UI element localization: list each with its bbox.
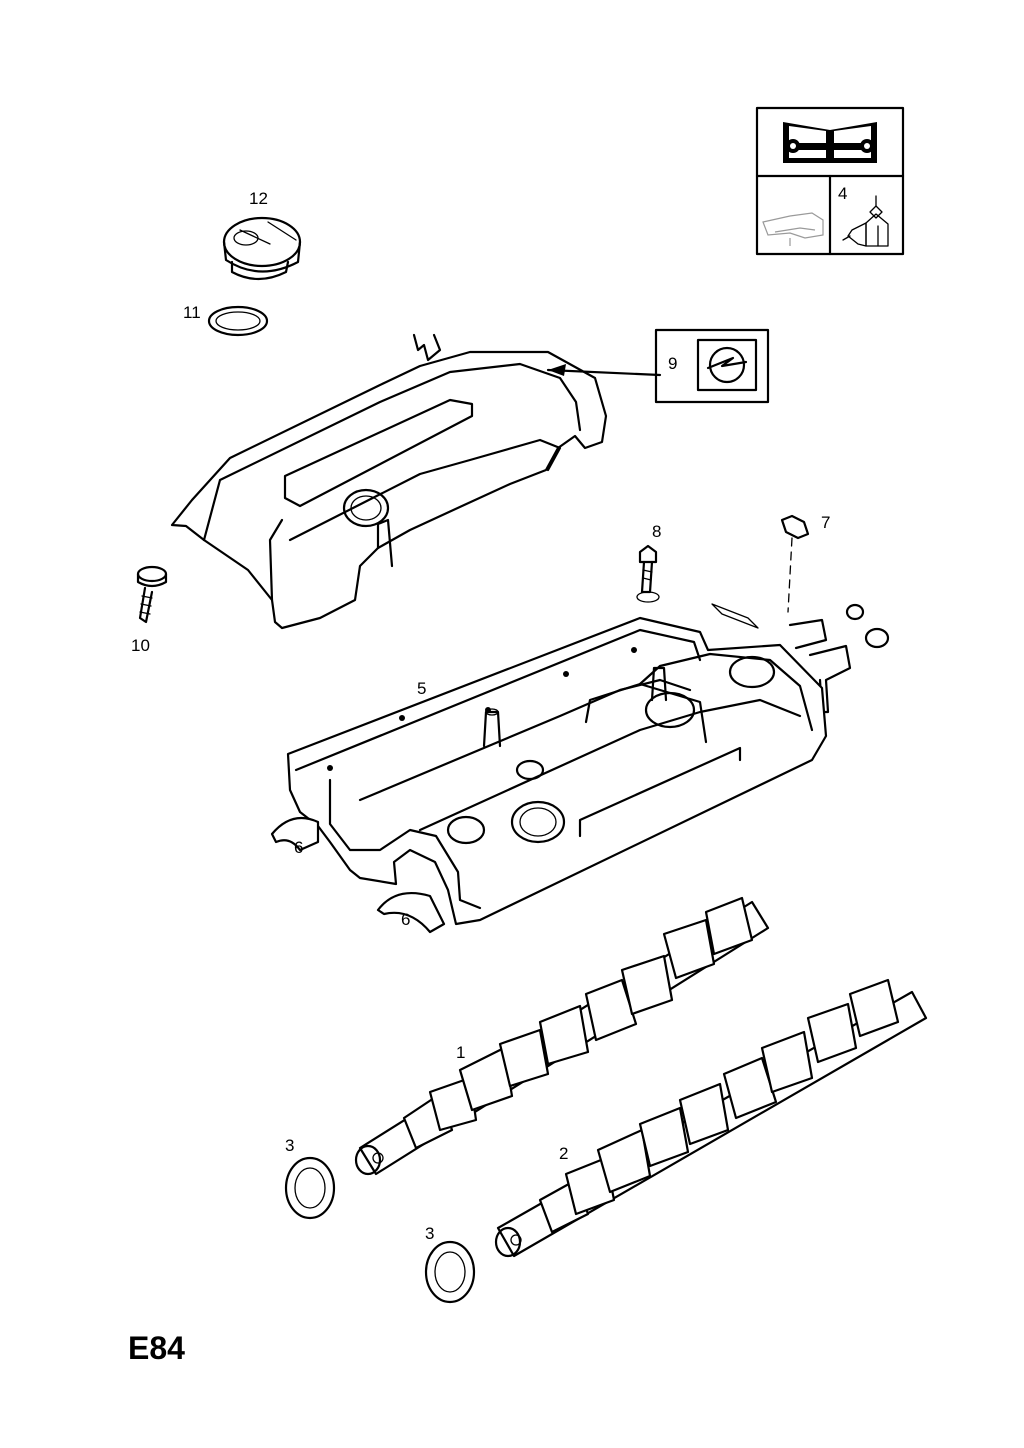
callout-10: 10: [131, 636, 150, 655]
callout-6-left: 6: [294, 838, 303, 857]
callout-5: 5: [417, 679, 426, 698]
part-2-camshaft: [494, 978, 928, 1258]
part-11-sealing-ring: [207, 305, 269, 337]
legend-item-number: 4: [838, 184, 847, 203]
callout-2: 2: [559, 1144, 568, 1163]
part-3-seal-b: [424, 1240, 476, 1304]
page-code: E84: [128, 1330, 185, 1366]
workshop-manual-icon: [783, 122, 877, 163]
gray-component-outline-icon: [762, 212, 824, 246]
callout-3-a: 3: [285, 1136, 294, 1155]
callout-3-b: 3: [425, 1224, 434, 1243]
part-12-oil-filler-cap: [222, 216, 302, 281]
part-3-seal-a: [284, 1156, 336, 1220]
callout-12: 12: [249, 189, 268, 208]
part-7-clip: [780, 514, 810, 613]
callout-9: 9: [668, 354, 677, 373]
callout-6-right: 6: [401, 910, 410, 929]
engine-cover: [170, 333, 608, 630]
callout-7: 7: [821, 513, 830, 532]
part-9-emblem: [654, 328, 770, 404]
callout-8: 8: [652, 522, 661, 541]
part-1-camshaft: [354, 896, 770, 1176]
sealant-tube-icon: [842, 195, 889, 247]
callout-11: 11: [183, 303, 201, 322]
part-5-camshaft-housing: [270, 616, 828, 934]
part-10-bolt: [136, 565, 168, 624]
part-8-bolt: [636, 544, 660, 603]
legend-box: 4: [755, 106, 905, 256]
opel-logo-icon: [706, 356, 748, 370]
callout-1: 1: [456, 1043, 465, 1062]
